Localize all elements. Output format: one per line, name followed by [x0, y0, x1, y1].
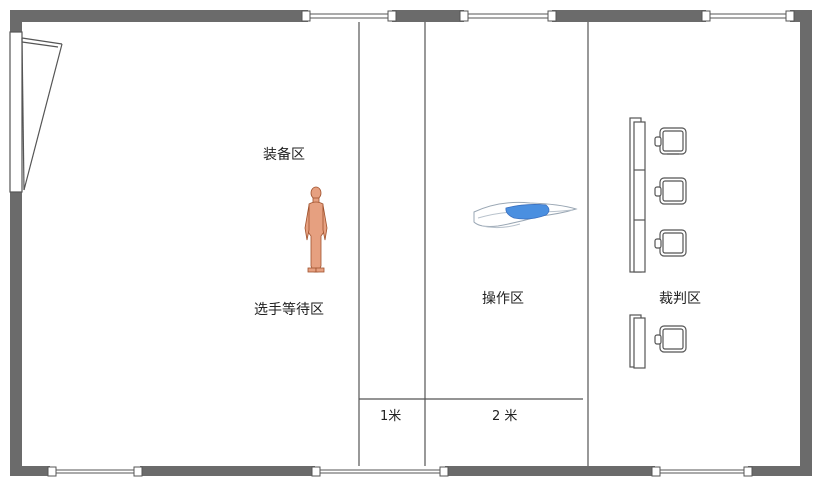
wall-right	[800, 10, 812, 472]
wall-top-1	[10, 10, 308, 22]
wall-bottom-4	[748, 466, 812, 476]
zone-dividers	[358, 22, 589, 466]
zone-label-waiting: 选手等待区	[254, 302, 324, 318]
zone-label-operation: 操作区	[482, 291, 524, 307]
player-figure	[304, 186, 328, 273]
judge-chair-1	[654, 127, 687, 155]
wall-bottom-3	[445, 466, 655, 476]
judges-furniture	[629, 117, 687, 369]
dimension-label-2m: 2 米	[492, 409, 518, 424]
judge-table-long	[629, 117, 646, 273]
judge-chair-3	[654, 229, 687, 257]
judge-chair-2	[654, 177, 687, 205]
window-top-3	[701, 10, 795, 22]
wall-left-1	[10, 10, 22, 32]
window-top-2	[459, 10, 557, 22]
windows	[47, 10, 795, 477]
door	[9, 31, 63, 193]
window-bottom-1	[47, 466, 143, 477]
judge-table-short	[629, 314, 646, 369]
wall-top-2	[392, 10, 464, 22]
wall-bottom-2	[140, 466, 315, 476]
window-top-1	[301, 10, 397, 22]
window-bottom-3	[651, 466, 753, 477]
wall-bottom-1	[10, 466, 50, 476]
dimension-label-1m: 1米	[380, 409, 402, 424]
zone-label-equipment: 装备区	[263, 147, 305, 163]
operation-dummy	[473, 201, 578, 229]
walls	[10, 10, 812, 476]
window-bottom-2	[311, 466, 449, 477]
zone-label-judges: 裁判区	[659, 291, 701, 307]
judge-chair-4	[654, 325, 687, 353]
wall-top-3	[552, 10, 706, 22]
wall-left-2	[10, 192, 22, 472]
